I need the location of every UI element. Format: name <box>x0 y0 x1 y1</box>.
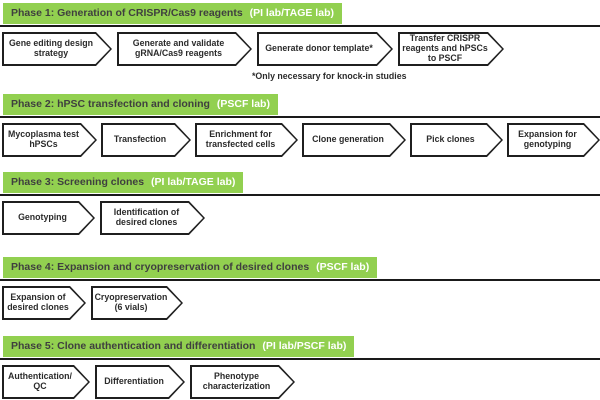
process-step: Expansion of desired clones <box>2 286 86 320</box>
process-step: Differentiation <box>95 365 185 399</box>
phase-5-section: Phase 5: Clone authentication and differ… <box>0 336 600 399</box>
process-step: Genotyping <box>2 201 95 235</box>
step-label: Identification of desired clones <box>113 207 180 227</box>
phase-4-steps-row: Expansion of desired clones Cryopreserva… <box>0 286 600 320</box>
phase-divider-line <box>0 25 600 27</box>
process-step: Enrichment for transfected cells <box>195 123 298 157</box>
phase-3-header: Phase 3: Screening clones (PI lab/TAGE l… <box>3 172 244 193</box>
process-step: Generate and validate gRNA/Cas9 reagents <box>117 32 252 66</box>
phase-divider-line <box>0 279 600 281</box>
process-step: Phenotype characterization <box>190 365 295 399</box>
process-step: Authentication/ QC <box>2 365 90 399</box>
step-label: Authentication/ QC <box>7 371 73 391</box>
phase-4-section: Phase 4: Expansion and cryopreservation … <box>0 257 600 320</box>
knockin-note: *Only necessary for knock-in studies <box>252 71 407 81</box>
phase-title: Phase 5: Clone authentication and differ… <box>11 340 256 352</box>
process-step: Pick clones <box>410 123 503 157</box>
phase-divider-line <box>0 116 600 118</box>
phase-title: Phase 3: Screening clones <box>11 176 145 188</box>
step-label: Transfer CRISPR reagents and hPSCs to PS… <box>402 33 488 63</box>
step-label: Phenotype characterization <box>202 371 271 391</box>
phase-3-section: Phase 3: Screening clones (PI lab/TAGE l… <box>0 172 600 235</box>
process-step: Expansion for genotyping <box>507 123 600 157</box>
phase-2-steps-row: Mycoplasma test hPSCs Transfection Enric… <box>0 123 600 157</box>
step-label: Generate donor template* <box>265 43 373 54</box>
step-label: Expansion for genotyping <box>518 129 577 149</box>
process-step: Transfection <box>101 123 191 157</box>
phase-1-section: Phase 1: Generation of CRISPR/Cas9 reage… <box>0 3 600 81</box>
process-step: Generate donor template* <box>257 32 393 66</box>
phase-divider-line <box>0 194 600 196</box>
phase-title: Phase 1: Generation of CRISPR/Cas9 reage… <box>11 7 243 19</box>
step-label: Differentiation <box>104 376 164 387</box>
step-label: Generate and validate gRNA/Cas9 reagents <box>132 38 225 58</box>
phase-lab-tag: (PI lab/TAGE lab) <box>150 176 236 188</box>
step-label: Expansion of desired clones <box>7 292 69 312</box>
phase-title: Phase 2: hPSC transfection and cloning <box>11 98 210 110</box>
phase-lab-tag: (PI lab/TAGE lab) <box>249 7 334 19</box>
process-step: Cryopreservation (6 vials) <box>91 286 183 320</box>
process-step: Mycoplasma test hPSCs <box>2 123 97 157</box>
phase-divider-line <box>0 358 600 360</box>
phase-4-header: Phase 4: Expansion and cryopreservation … <box>3 257 378 278</box>
step-label: Pick clones <box>426 134 475 145</box>
phase-lab-tag: (PI lab/PSCF lab) <box>262 340 347 352</box>
process-step: Gene editing design strategy <box>2 32 112 66</box>
process-step: Clone generation <box>302 123 406 157</box>
step-label: Transfection <box>113 134 167 145</box>
process-step: Transfer CRISPR reagents and hPSCs to PS… <box>398 32 504 66</box>
process-step: Identification of desired clones <box>100 201 205 235</box>
phase-5-header: Phase 5: Clone authentication and differ… <box>3 336 355 357</box>
phase-lab-tag: (PSCF lab) <box>316 261 370 273</box>
phase-3-steps-row: Genotyping Identification of desired clo… <box>0 201 600 235</box>
step-label: Cryopreservation (6 vials) <box>94 292 168 312</box>
step-label: Enrichment for transfected cells <box>205 129 276 149</box>
phase-2-header: Phase 2: hPSC transfection and cloning (… <box>3 94 278 115</box>
step-label: Mycoplasma test hPSCs <box>8 129 79 149</box>
phase-5-steps-row: Authentication/ QC Differentiation Pheno… <box>0 365 600 399</box>
step-label: Clone generation <box>312 134 384 145</box>
step-label: Gene editing design strategy <box>8 38 94 58</box>
phase-1-steps-row: Gene editing design strategy Generate an… <box>0 32 600 66</box>
phase-2-section: Phase 2: hPSC transfection and cloning (… <box>0 94 600 157</box>
phase-1-header: Phase 1: Generation of CRISPR/Cas9 reage… <box>3 3 342 24</box>
step-label: Genotyping <box>18 212 67 223</box>
phase-lab-tag: (PSCF lab) <box>216 98 270 110</box>
phase-title: Phase 4: Expansion and cryopreservation … <box>11 261 310 273</box>
